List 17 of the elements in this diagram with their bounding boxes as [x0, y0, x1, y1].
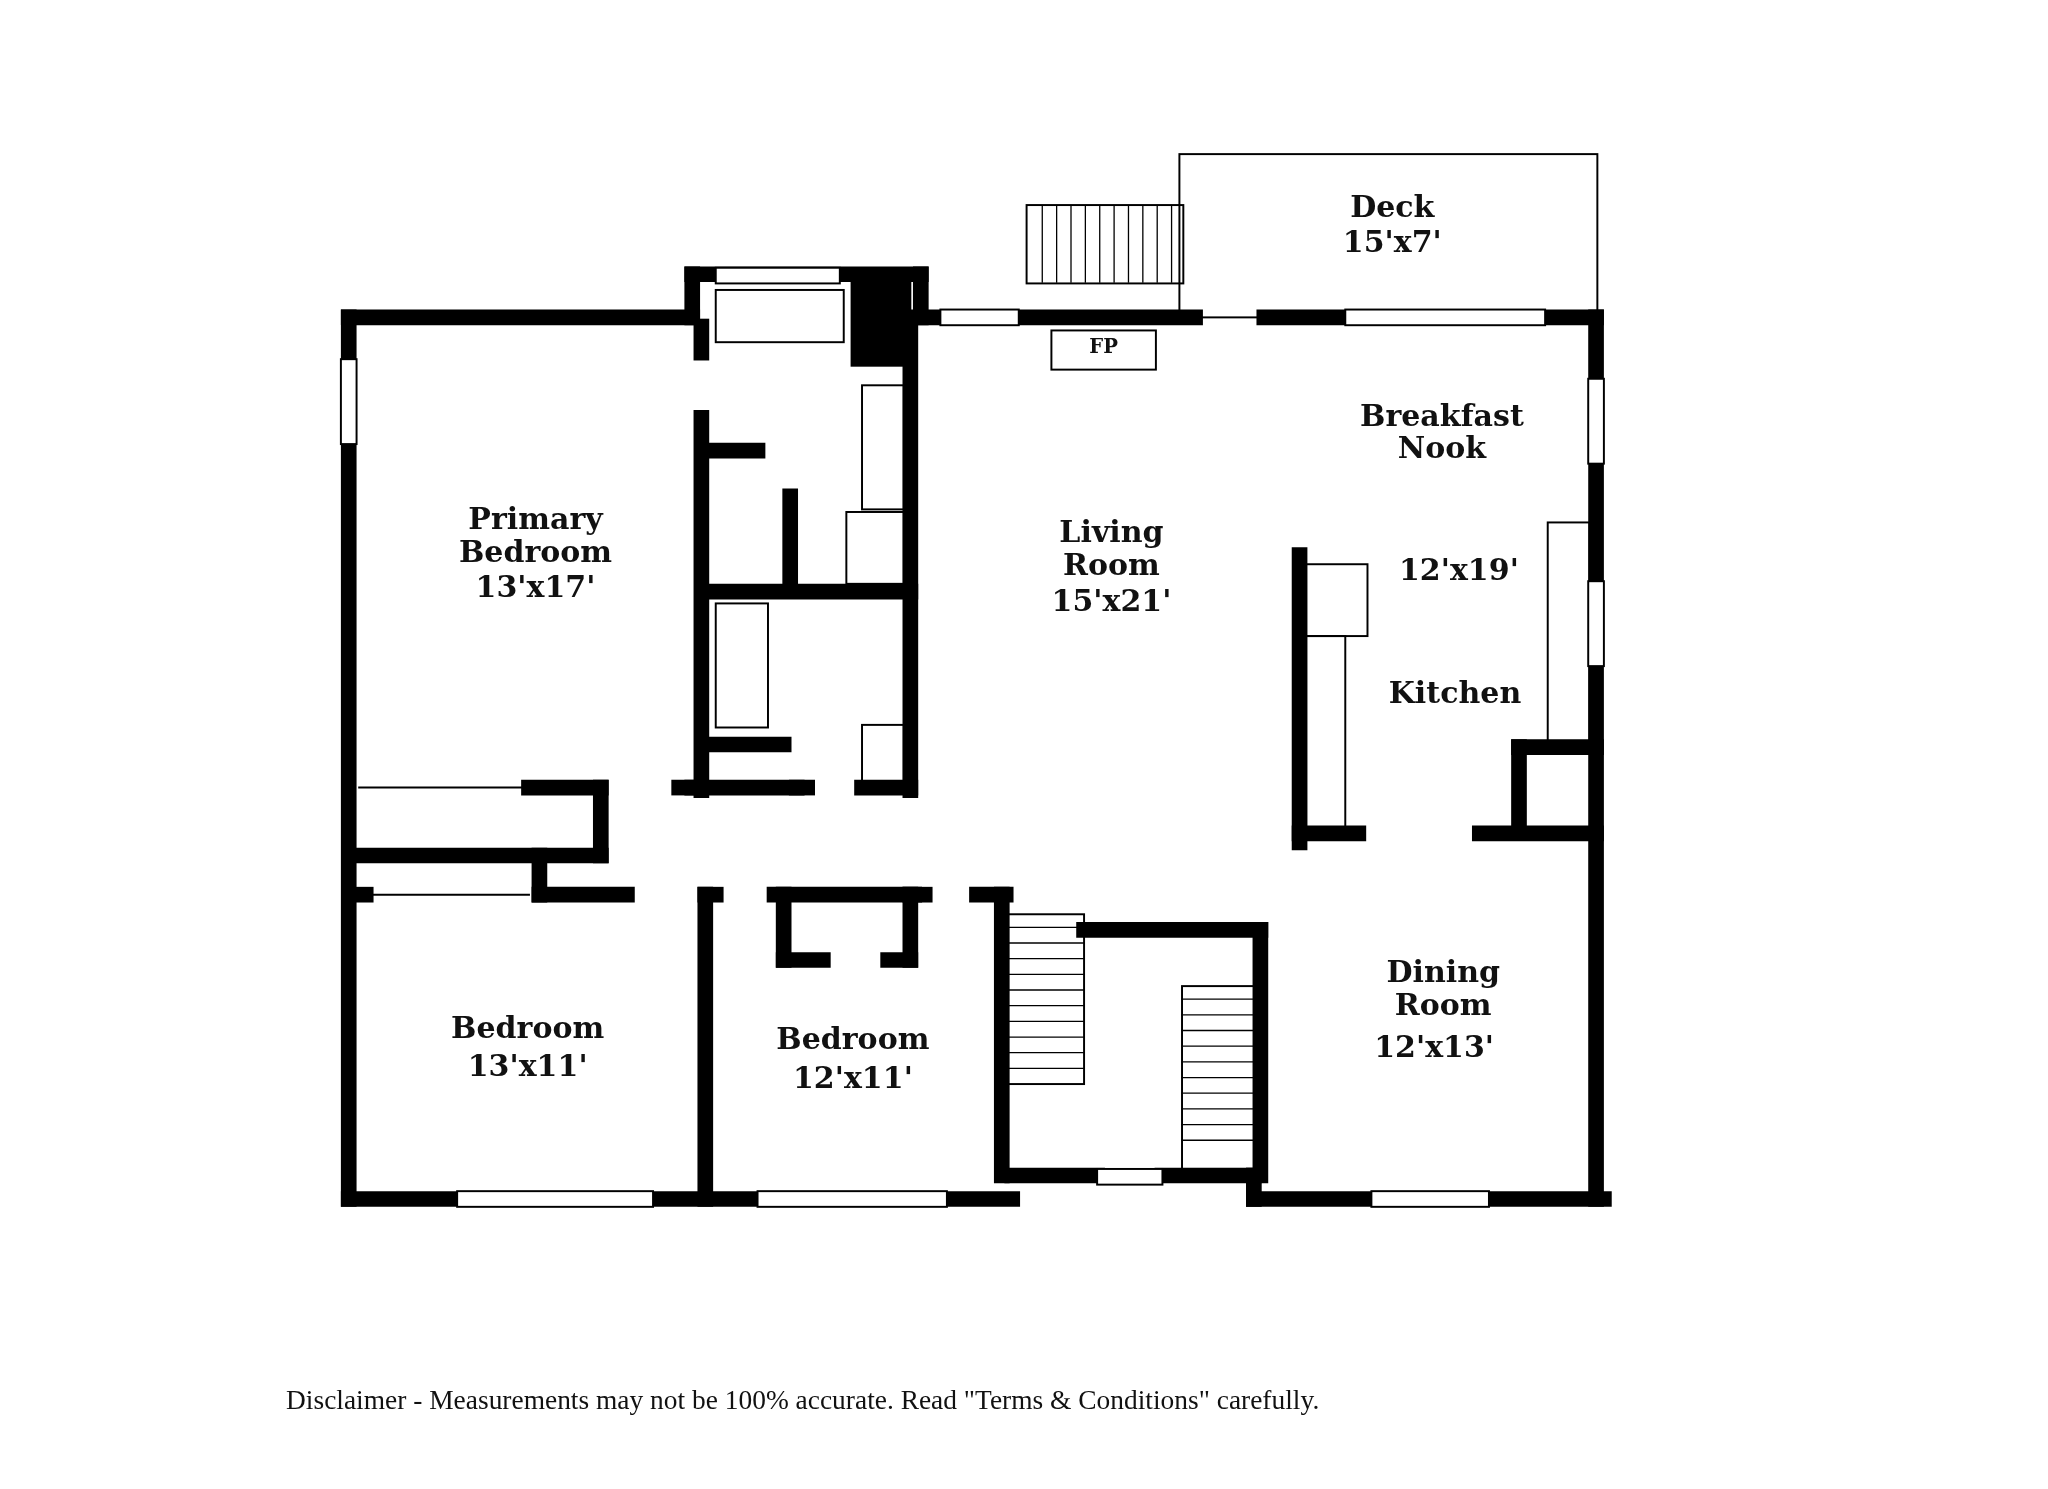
room-name: Deck [1349, 189, 1436, 223]
disclaimer-text: Disclaimer - Measurements may not be 100% accurate. Read "Terms & Conditions" carefully. [286, 1384, 1320, 1418]
room-name: Primary Bedroom [457, 501, 614, 568]
room-dimension: 15'x21' [1051, 583, 1172, 617]
room-name: Bedroom [775, 1021, 931, 1055]
room-dimension: 12'x11' [792, 1060, 913, 1094]
room-dimension: 13'x17' [475, 569, 596, 603]
fireplace-label: FP [1089, 335, 1118, 358]
room-name: Bedroom [450, 1010, 606, 1044]
room-dimension: 13'x11' [467, 1048, 588, 1082]
room-name: Breakfast Nook [1359, 398, 1525, 465]
room-dimension: 15'x7' [1342, 224, 1442, 258]
room-name: Living Room [1058, 514, 1165, 581]
room-name: Dining Room [1385, 954, 1501, 1021]
room-dimension: 12'x19' [1398, 552, 1519, 586]
room-dimension: 12'x13' [1374, 1029, 1495, 1063]
room-name: Kitchen [1387, 675, 1523, 709]
